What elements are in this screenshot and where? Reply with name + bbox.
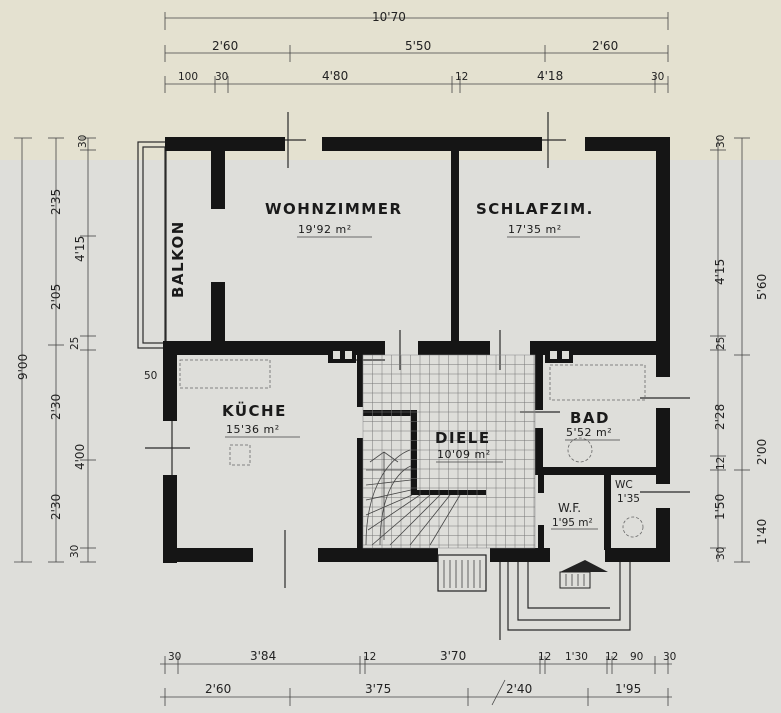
dim-top-right: 2'60 <box>592 39 618 53</box>
dim-right-outer-c: 1'40 <box>755 519 769 545</box>
dim-top-left: 2'60 <box>212 39 238 53</box>
dim-top-r3-e: 4'18 <box>537 69 563 83</box>
dim-right-150: 1'50 <box>713 494 727 520</box>
dim-right-outer-b: 2'00 <box>755 439 769 465</box>
dim-top-r3-d: 12 <box>455 71 468 83</box>
dim-left-outer-a: 4'15 <box>73 236 87 262</box>
dim-overall-height: 9'00 <box>16 354 30 380</box>
right-dimensions: 5'60 2'00 1'40 30 4'15 25 2'28 12 1'50 3… <box>710 135 769 563</box>
room-area-diele: 10'09 m² <box>437 448 491 461</box>
dim-left-235: 2'35 <box>49 189 63 215</box>
fixtures <box>179 359 646 538</box>
entrance-steps <box>437 554 631 640</box>
dim-bot-r1-e: 12 <box>538 651 551 663</box>
dim-bot-r1-a: 30 <box>168 651 181 663</box>
diele-tiles <box>362 354 536 549</box>
room-area-wc: 1'35 <box>617 493 640 505</box>
dim-bot-r1-d: 3'70 <box>440 649 466 663</box>
dim-bot-r1-g: 12 <box>605 651 618 663</box>
dim-right-228: 2'28 <box>713 404 727 430</box>
room-name-diele: DIELE <box>435 429 491 447</box>
dim-bot-r1-h: 90 <box>630 651 643 663</box>
room-name-balkon: BALKON <box>169 220 187 298</box>
room-area-bad: 5'52 m² <box>566 426 612 439</box>
dim-top-r3-a: 100 <box>178 71 198 83</box>
dim-right-25: 25 <box>715 337 727 350</box>
dim-left-50: 50 <box>144 370 157 382</box>
room-name-wc: WC <box>615 479 633 491</box>
paper-stain <box>0 0 781 160</box>
dim-right-30-bot: 30 <box>715 547 727 560</box>
dim-bot-r1-b: 3'84 <box>250 649 276 663</box>
room-name-wf: W.F. <box>558 501 581 515</box>
dim-left-205: 2'05 <box>49 284 63 310</box>
dim-right-outer-a: 5'60 <box>755 274 769 300</box>
dim-bot-r1-i: 30 <box>663 651 676 663</box>
room-name-bad: BAD <box>570 409 610 427</box>
room-area-schlafzimmer: 17'35 m² <box>508 223 562 236</box>
room-area-wf: 1'95 m² <box>552 517 593 529</box>
dim-top-r3-f: 30 <box>651 71 664 83</box>
dim-top-mid: 5'50 <box>405 39 431 53</box>
dim-left-230-b: 2'30 <box>49 494 63 520</box>
dim-bot-r2-b: 3'75 <box>365 682 391 696</box>
room-name-wohnzimmer: WOHNZIMMER <box>265 200 403 218</box>
dim-right-415: 4'15 <box>713 259 727 285</box>
dim-left-25: 25 <box>69 337 81 350</box>
dim-right-30-top: 30 <box>715 135 727 148</box>
dim-right-12: 12 <box>715 457 727 470</box>
bottom-dimensions: 30 3'84 12 3'70 12 1'30 12 90 30 2'60 3'… <box>160 649 676 706</box>
dim-bot-r2-c: 2'40 <box>506 682 532 696</box>
dim-bot-r1-c: 12 <box>363 651 376 663</box>
dim-bot-r1-f: 1'30 <box>565 651 588 663</box>
dim-top-r3-c: 4'80 <box>322 69 348 83</box>
room-name-kueche: KÜCHE <box>222 401 287 420</box>
dim-overall-width: 10'70 <box>372 10 406 24</box>
room-name-schlafzimmer: SCHLAFZIM. <box>476 200 594 218</box>
balcony <box>137 141 167 349</box>
dim-left-outer-b: 4'00 <box>73 444 87 470</box>
room-area-kueche: 15'36 m² <box>226 423 280 436</box>
dim-left-30-top: 30 <box>77 135 89 148</box>
dim-bot-r2-a: 2'60 <box>205 682 231 696</box>
walls <box>163 137 670 563</box>
dim-left-30-bot: 30 <box>69 545 81 558</box>
room-area-wohnzimmer: 19'92 m² <box>298 223 352 236</box>
staircase <box>365 449 461 546</box>
dim-top-r3-b: 30 <box>215 71 228 83</box>
dim-bot-r2-d: 1'95 <box>615 682 641 696</box>
room-labels: WOHNZIMMER 19'92 m² SCHLAFZIM. 17'35 m² … <box>169 200 640 530</box>
left-dimensions: 9'00 4'15 4'00 30 2'35 2'05 25 50 2'30 2… <box>14 135 157 563</box>
top-dimensions: 10'70 2'60 5'50 2'60 100 30 4'80 12 4'18… <box>164 10 669 93</box>
dim-left-230-a: 2'30 <box>49 394 63 420</box>
